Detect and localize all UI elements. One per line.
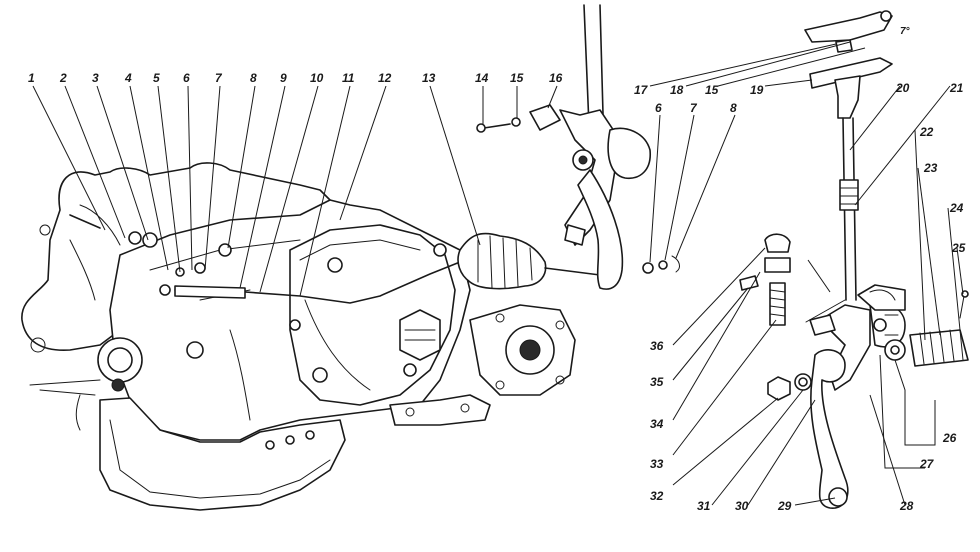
label-10: 10 — [310, 71, 324, 85]
label-21: 21 — [949, 81, 964, 95]
label-7b: 7 — [690, 101, 698, 115]
callout-numbers: 1 2 3 4 5 6 7 8 9 10 11 12 13 14 15 16 6… — [28, 26, 966, 513]
label-23: 23 — [923, 161, 938, 175]
label-14: 14 — [475, 71, 489, 85]
label-5: 5 — [153, 71, 160, 85]
label-26: 26 — [942, 431, 957, 445]
label-2: 2 — [59, 71, 67, 85]
shift-lever-upper-assembly — [476, 4, 680, 290]
label-6b: 6 — [655, 101, 662, 115]
rubber-boot — [457, 232, 547, 290]
label-11: 11 — [342, 71, 355, 85]
label-9: 9 — [280, 71, 287, 85]
detent-spring — [769, 282, 786, 326]
transmission-housing — [21, 162, 613, 511]
label-32: 32 — [650, 489, 664, 503]
label-27: 27 — [919, 457, 935, 471]
label-24: 24 — [949, 201, 964, 215]
label-17: 17 — [634, 83, 649, 97]
label-7deg: 7° — [900, 26, 911, 37]
label-1: 1 — [28, 71, 35, 85]
label-22: 22 — [919, 125, 934, 139]
selector-lever-right-assembly — [739, 10, 969, 509]
label-16: 16 — [549, 71, 563, 85]
label-12: 12 — [378, 71, 392, 85]
label-15b: 15 — [705, 83, 719, 97]
label-8b: 8 — [730, 101, 737, 115]
label-28: 28 — [899, 499, 914, 513]
label-19: 19 — [750, 83, 764, 97]
label-15: 15 — [510, 71, 524, 85]
label-29: 29 — [777, 499, 792, 513]
label-33: 33 — [650, 457, 664, 471]
label-36: 36 — [650, 339, 664, 353]
label-4: 4 — [124, 71, 132, 85]
label-34: 34 — [650, 417, 664, 431]
label-7: 7 — [215, 71, 223, 85]
label-3: 3 — [92, 71, 99, 85]
label-31: 31 — [697, 499, 711, 513]
label-30: 30 — [735, 499, 749, 513]
label-20: 20 — [895, 81, 910, 95]
label-35: 35 — [650, 375, 664, 389]
callout-leader-lines — [32, 41, 964, 506]
label-13: 13 — [422, 71, 436, 85]
label-6: 6 — [183, 71, 190, 85]
label-25: 25 — [951, 241, 966, 255]
label-8: 8 — [250, 71, 257, 85]
label-18: 18 — [670, 83, 684, 97]
